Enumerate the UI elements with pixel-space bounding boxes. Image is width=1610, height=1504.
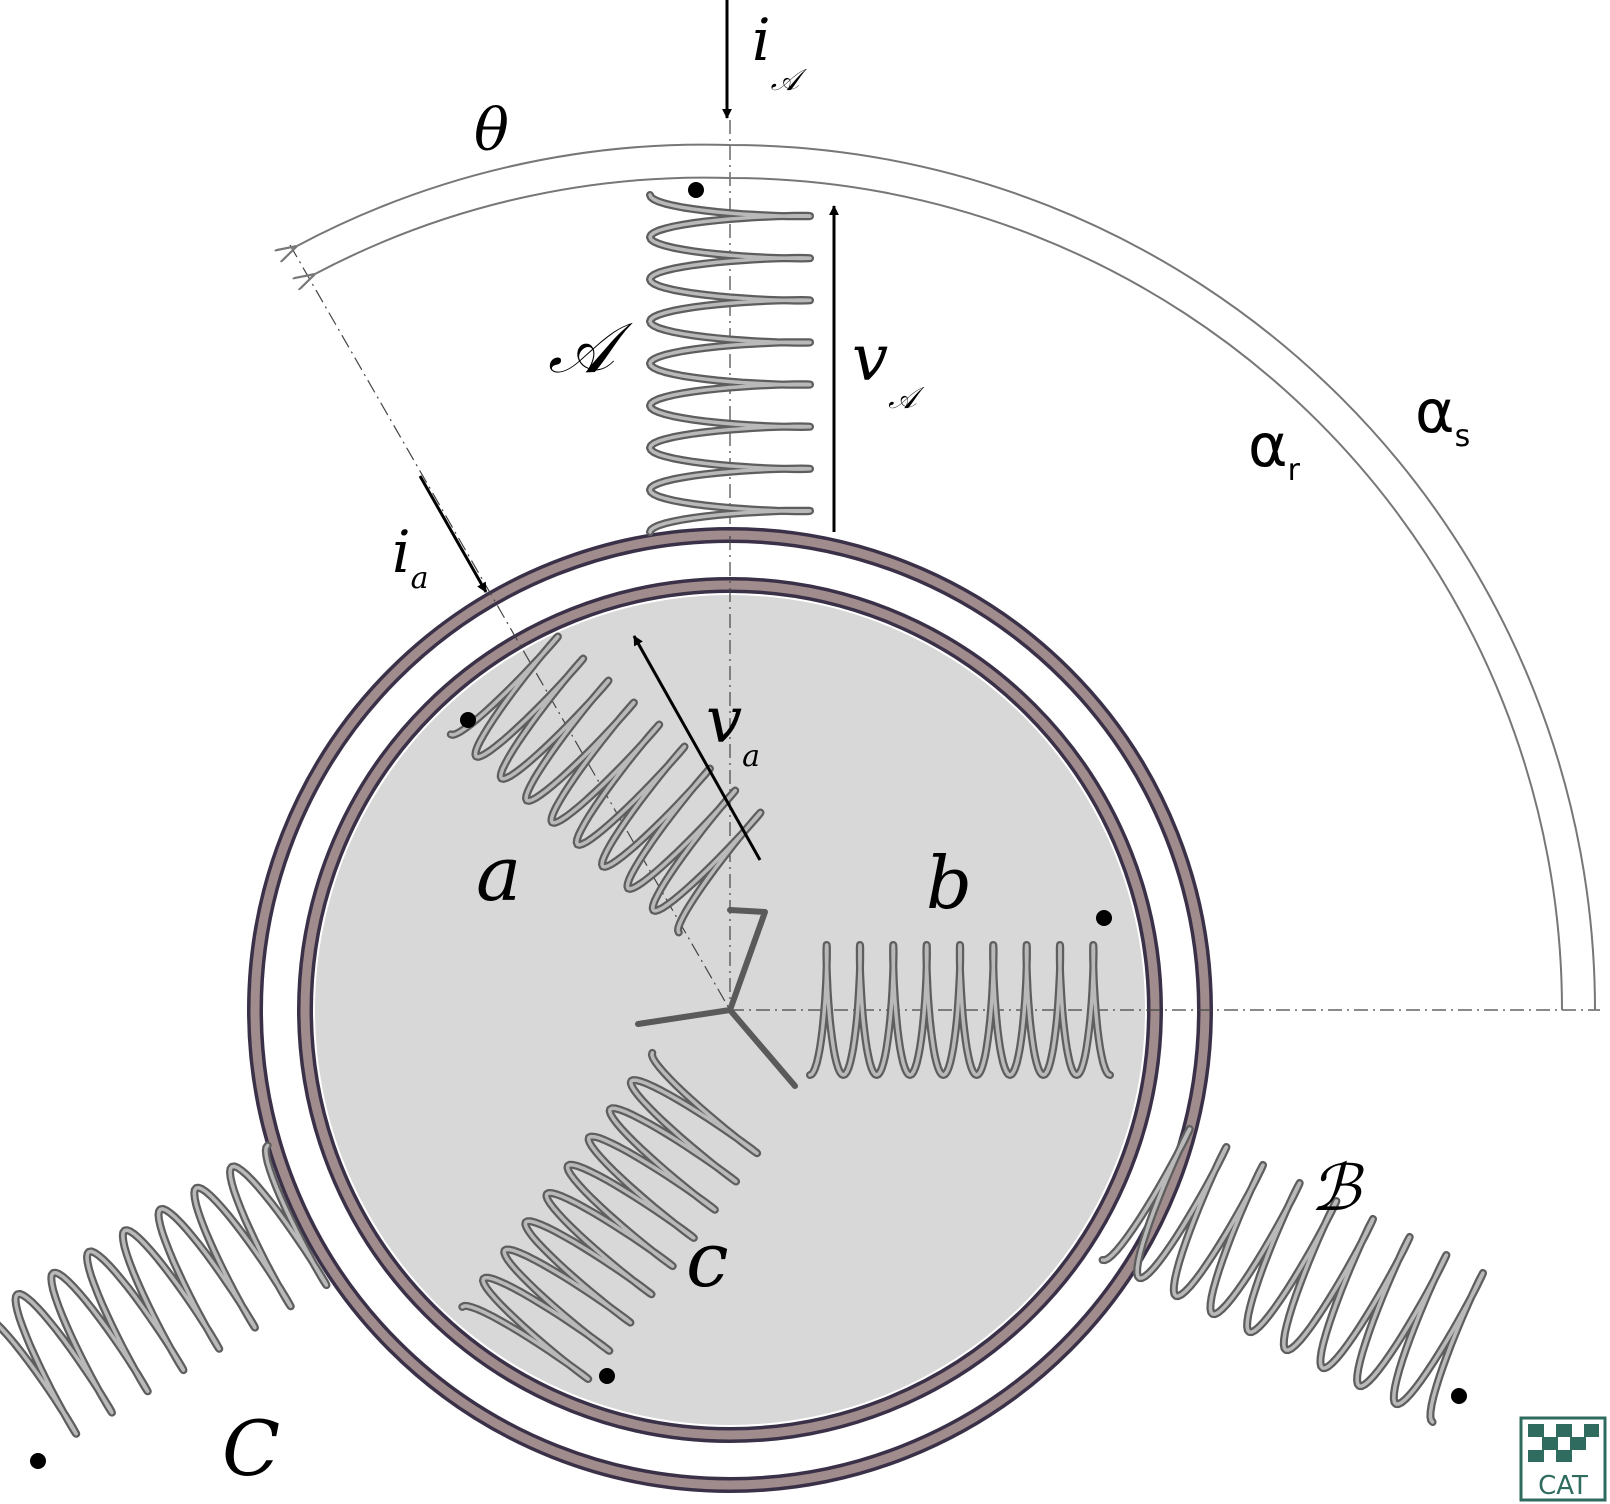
label-alpha-s: αs <box>1415 377 1470 454</box>
label-stator-C: C <box>222 1404 280 1493</box>
coil-stator-A <box>646 191 814 536</box>
alpha-r-symbol: α <box>1248 411 1288 481</box>
coil-stator-B <box>1098 1125 1487 1426</box>
label-rotor-c: c <box>686 1215 729 1304</box>
current-A-symbol: i <box>752 6 771 74</box>
voltage-A-symbol: v <box>852 322 888 396</box>
rotor-star-connection <box>635 907 798 1089</box>
coil-rotor-c-highlight <box>460 1051 759 1381</box>
alpha-r-subscript: r <box>1288 453 1301 488</box>
current-A-subscript: 𝒜 <box>771 63 808 98</box>
voltage-arrow-a <box>632 635 762 861</box>
label-voltage-a: va <box>706 684 760 774</box>
coil-rotor-b-highlight <box>808 943 1112 1077</box>
coil-stator-C-highlight <box>0 1143 329 1436</box>
coil-stator-B-highlight <box>1100 1127 1485 1424</box>
coil-rotor-c <box>458 1048 762 1383</box>
current-a-symbol: i <box>392 518 411 586</box>
coil-stator-C <box>0 1141 331 1438</box>
coil-rotor-b <box>806 941 1114 1079</box>
current-a-subscript: a <box>411 561 429 596</box>
arc-alpha-r <box>315 176 1563 1011</box>
voltage-A-subscript: 𝒜 <box>888 381 925 416</box>
coil-stator-B-outline <box>1098 1125 1487 1426</box>
coil-rotor-a-highlight <box>449 634 763 935</box>
polarity-dot-c <box>599 1368 615 1384</box>
arc-alpha-s <box>297 143 1596 1011</box>
coil-rotor-a <box>446 632 765 937</box>
voltage-a-symbol: v <box>706 684 742 758</box>
label-stator-A: 𝒜 <box>548 307 633 389</box>
voltage-a-subscript: a <box>742 739 760 774</box>
label-rotor-a: a <box>476 829 521 918</box>
label-current-A: i𝒜 <box>752 6 808 98</box>
label-voltage-A: v𝒜 <box>852 322 925 416</box>
polarity-dot-B <box>1451 1388 1467 1404</box>
label-stator-B: ℬ <box>1310 1152 1365 1226</box>
polarity-dot-b <box>1096 910 1112 926</box>
label-current-a: ia <box>392 518 428 596</box>
alpha-s-subscript: s <box>1455 419 1471 454</box>
polarity-dot-A <box>688 182 704 198</box>
current-arrow-a <box>418 475 488 593</box>
rotor-a-axis <box>289 244 731 1011</box>
polarity-dot-a <box>460 712 476 728</box>
cat-logo: CAT <box>1519 1416 1607 1502</box>
logo-text: CAT <box>1538 1471 1588 1501</box>
coil-stator-A-highlight <box>648 193 812 534</box>
label-theta: θ <box>474 96 509 164</box>
label-rotor-b: b <box>926 841 972 925</box>
polarity-dot-C <box>30 1453 46 1469</box>
alpha-s-symbol: α <box>1415 377 1455 447</box>
label-alpha-r: αr <box>1248 411 1301 488</box>
